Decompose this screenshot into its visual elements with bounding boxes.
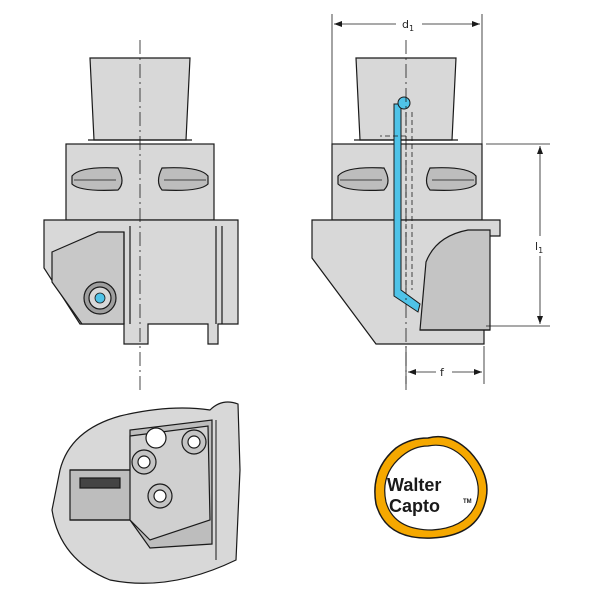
coolant-channel-icon [393, 103, 421, 313]
front-slot-right [157, 167, 209, 191]
dimension-f-label: f [440, 366, 445, 379]
walter-capto-logo-icon: Walter Capto TM [374, 435, 488, 539]
detail-coolant-slot [79, 477, 121, 489]
dimension-l1-label: l1 [535, 240, 543, 255]
detail-view [51, 401, 241, 584]
screw-head-1-icon [145, 427, 167, 449]
side-slot-right [425, 167, 477, 191]
dimension-d1-label: d1 [402, 18, 414, 33]
coolant-outlet-icon [94, 292, 106, 304]
logo-trademark: TM [463, 499, 472, 505]
front-view [43, 40, 239, 390]
logo-line2: Capto [389, 496, 440, 516]
front-slot-left [71, 167, 123, 191]
side-view [311, 40, 501, 390]
side-slot-left [337, 167, 389, 191]
dimension-lines [331, 14, 550, 384]
side-insert-seat [419, 229, 491, 331]
logo-line1: Walter [387, 475, 441, 495]
